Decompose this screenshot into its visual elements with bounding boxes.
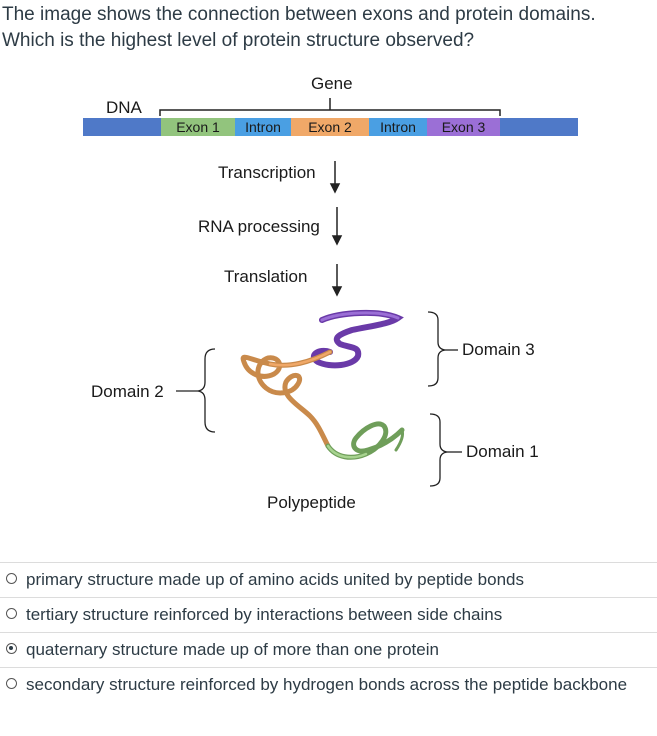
radio-button-1[interactable] [6, 573, 17, 584]
domain2-bracket [197, 348, 216, 433]
answer-option-2[interactable]: tertiary structure reinforced by interac… [0, 597, 657, 632]
segment-exon-3 [427, 118, 500, 136]
domain2-ribbon [240, 349, 333, 449]
question-line-2: Which is the highest level of protein st… [2, 30, 475, 51]
answer-option-3-text: quaternary structure made up of more tha… [26, 640, 439, 659]
domain3-label: Domain 3 [462, 340, 535, 359]
dna-bar-right [500, 118, 578, 136]
domain1-label: Domain 1 [466, 442, 539, 461]
gene-bracket [159, 98, 501, 116]
segment-label-exon-3: Exon 3 [441, 119, 486, 135]
step-transcription: Transcription [218, 163, 316, 182]
answer-option-3[interactable]: quaternary structure made up of more tha… [0, 632, 657, 667]
segment-label-exon-2: Exon 2 [308, 119, 352, 135]
dna-label: DNA [106, 98, 142, 117]
answer-option-4[interactable]: secondary structure reinforced by hydrog… [0, 667, 657, 702]
question-line-1: The image shows the connection between e… [2, 4, 596, 25]
domain2-label: Domain 2 [91, 382, 164, 401]
answer-option-1-text: primary structure made up of amino acids… [26, 570, 524, 589]
answer-options: primary structure made up of amino acids… [0, 562, 657, 702]
segment-exon-2 [291, 118, 369, 136]
gene-label: Gene [311, 74, 353, 93]
segment-label-intron-1: Intron [245, 119, 281, 135]
domain3-bracket [427, 311, 446, 387]
domain1-bracket [429, 413, 448, 487]
step-translation: Translation [224, 267, 308, 286]
answer-option-2-text: tertiary structure reinforced by interac… [26, 605, 503, 624]
figure-graphics [83, 98, 578, 487]
radio-button-4[interactable] [6, 678, 17, 689]
segment-exon-1 [161, 118, 235, 136]
dna-bar-left [83, 118, 161, 136]
gene-to-protein-figure: Gene DNA Exon 1 Intron Exon 2 Intron Exo… [0, 62, 657, 552]
segment-label-intron-2: Intron [380, 119, 416, 135]
segment-intron-1 [235, 118, 291, 136]
question-text: The image shows the connection between e… [2, 2, 652, 54]
segment-label-exon-1: Exon 1 [176, 119, 220, 135]
radio-button-2[interactable] [6, 608, 17, 619]
domain1-ribbon [325, 421, 405, 460]
answer-option-1[interactable]: primary structure made up of amino acids… [0, 562, 657, 597]
arrows [329, 161, 343, 297]
segment-intron-2 [369, 118, 427, 136]
answer-option-4-text: secondary structure reinforced by hydrog… [26, 675, 628, 694]
radio-button-3-selected[interactable] [6, 643, 17, 654]
domain3-ribbon [310, 309, 404, 369]
polypeptide-label: Polypeptide [267, 493, 356, 512]
step-rna-processing: RNA processing [198, 217, 320, 236]
